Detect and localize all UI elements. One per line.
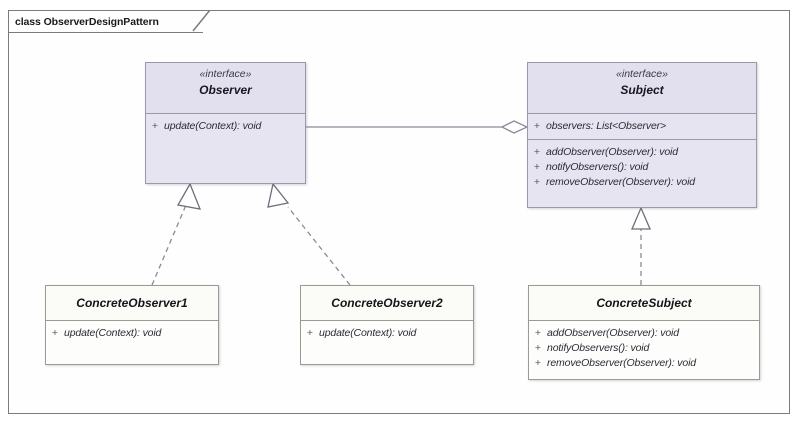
operation-row: + addObserver(Observer): void <box>529 326 759 341</box>
attribute-label: observers: List<Observer> <box>546 120 666 132</box>
operations-compartment-observer: + update(Context): void <box>146 113 305 139</box>
operation-label: addObserver(Observer): void <box>547 327 679 339</box>
class-header-concreteobserver1: ConcreteObserver1 <box>46 286 218 320</box>
class-name-label: ConcreteObserver2 <box>331 296 443 310</box>
class-name-label: ConcreteSubject <box>596 296 692 310</box>
class-header-subject: «interface» Subject <box>528 63 756 113</box>
visibility-marker: + <box>533 146 541 158</box>
operation-row: + notifyObservers(): void <box>529 341 759 356</box>
class-name-label: ConcreteObserver1 <box>76 296 188 310</box>
attribute-row: + observers: List<Observer> <box>528 119 756 134</box>
operation-row: + removeObserver(Observer): void <box>529 356 759 371</box>
operation-label: notifyObservers(): void <box>546 161 649 173</box>
visibility-marker: + <box>534 342 542 354</box>
attributes-compartment-subject: + observers: List<Observer> <box>528 113 756 139</box>
class-header-concretesubject: ConcreteSubject <box>529 286 759 320</box>
diagram-title: class ObserverDesignPattern <box>15 15 159 28</box>
operation-label: update(Context): void <box>164 120 262 132</box>
operation-row: + addObserver(Observer): void <box>528 145 756 160</box>
operation-row: + update(Context): void <box>301 326 473 341</box>
operation-row: + notifyObservers(): void <box>528 160 756 175</box>
class-name-label: Subject <box>620 83 664 97</box>
operation-row: + update(Context): void <box>46 326 218 341</box>
operations-compartment-concreteobserver2: + update(Context): void <box>301 320 473 346</box>
operation-label: update(Context): void <box>319 327 417 339</box>
class-name-label: Observer <box>199 83 252 97</box>
diagram-frame-tab-slash-icon <box>192 10 211 32</box>
visibility-marker: + <box>51 327 59 339</box>
visibility-marker: + <box>533 176 541 188</box>
stereotype-label: «interface» <box>199 68 252 80</box>
operations-compartment-concretesubject: + addObserver(Observer): void + notifyOb… <box>529 320 759 376</box>
class-box-subject[interactable]: «interface» Subject + observers: List<Ob… <box>527 62 757 208</box>
stereotype-label: «interface» <box>616 68 668 80</box>
class-header-observer: «interface» Observer <box>146 63 305 113</box>
diagram-frame-tab: class ObserverDesignPattern <box>8 10 185 32</box>
class-box-concreteobserver2[interactable]: ConcreteObserver2 + update(Context): voi… <box>300 285 474 365</box>
operation-label: notifyObservers(): void <box>547 342 650 354</box>
operations-compartment-subject: + addObserver(Observer): void + notifyOb… <box>528 139 756 195</box>
operations-compartment-concreteobserver1: + update(Context): void <box>46 320 218 346</box>
operation-row: + update(Context): void <box>146 119 305 134</box>
operation-label: removeObserver(Observer): void <box>547 357 696 369</box>
visibility-marker: + <box>534 327 542 339</box>
class-box-concreteobserver1[interactable]: ConcreteObserver1 + update(Context): voi… <box>45 285 219 365</box>
operation-label: removeObserver(Observer): void <box>546 176 695 188</box>
class-box-observer[interactable]: «interface» Observer + update(Context): … <box>145 62 306 184</box>
visibility-marker: + <box>533 161 541 173</box>
visibility-marker: + <box>151 120 159 132</box>
class-box-concretesubject[interactable]: ConcreteSubject + addObserver(Observer):… <box>528 285 760 380</box>
operation-label: addObserver(Observer): void <box>546 146 678 158</box>
class-header-concreteobserver2: ConcreteObserver2 <box>301 286 473 320</box>
operation-row: + removeObserver(Observer): void <box>528 175 756 190</box>
visibility-marker: + <box>306 327 314 339</box>
operation-label: update(Context): void <box>64 327 162 339</box>
diagram-frame-tab-underline <box>8 31 203 33</box>
visibility-marker: + <box>534 357 542 369</box>
visibility-marker: + <box>533 120 541 132</box>
